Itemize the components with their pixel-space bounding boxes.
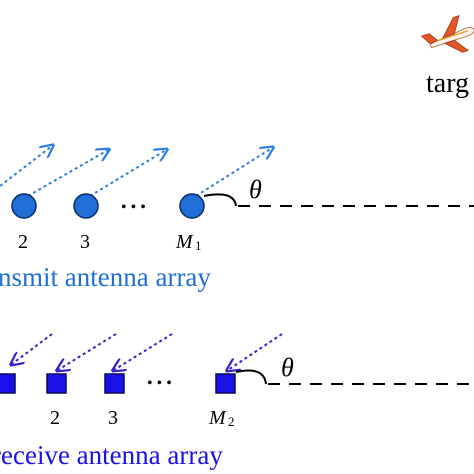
- transmit-element-label-sub: 1: [195, 238, 202, 253]
- transmit-element-label-m: M: [175, 231, 194, 253]
- receive-antenna-3: [104, 373, 125, 394]
- transmit-angle-label: θ: [249, 175, 262, 204]
- receive-elements: [0, 373, 236, 394]
- transmit-ellipsis: • • •: [121, 199, 146, 216]
- receive-element-label-3: 3: [108, 407, 118, 429]
- receive-antenna-m2: [215, 373, 236, 394]
- receive-arrow: [12, 333, 53, 364]
- receive-arrow: [228, 333, 283, 370]
- transmit-elements: [11, 193, 205, 219]
- target-label: targ: [426, 68, 469, 99]
- receive-angle-label: θ: [281, 353, 294, 382]
- receive-angle-arc: [235, 369, 267, 385]
- receive-array-label: receive antenna array: [0, 440, 223, 470]
- transmit-antenna-m1: [179, 193, 205, 219]
- receive-element-label-m: M: [208, 407, 227, 429]
- receive-ellipsis: • • •: [147, 375, 172, 392]
- receive-antenna-2: [46, 373, 67, 394]
- transmit-element-label-2: 2: [18, 231, 28, 253]
- transmit-element-label-3: 3: [80, 231, 90, 253]
- transmit-arrow: [195, 148, 272, 197]
- receive-arrow: [114, 333, 173, 370]
- receive-element-label-2: 2: [50, 407, 60, 429]
- transmit-angle-arc: [203, 193, 237, 207]
- receive-element-label-sub: 2: [228, 414, 235, 429]
- transmit-arrows: [0, 146, 272, 197]
- airplane-icon: [420, 15, 474, 53]
- receive-arrows: [12, 333, 283, 370]
- receive-arrow: [58, 333, 117, 370]
- transmit-antenna-2: [73, 193, 99, 219]
- receive-antenna-1: [0, 373, 16, 394]
- transmit-antenna-1: [11, 193, 37, 219]
- transmit-array-label: nsmit antenna array: [0, 262, 211, 292]
- transmit-arrow: [0, 146, 52, 187]
- transmit-arrow: [89, 150, 166, 197]
- transmit-arrow: [27, 150, 108, 197]
